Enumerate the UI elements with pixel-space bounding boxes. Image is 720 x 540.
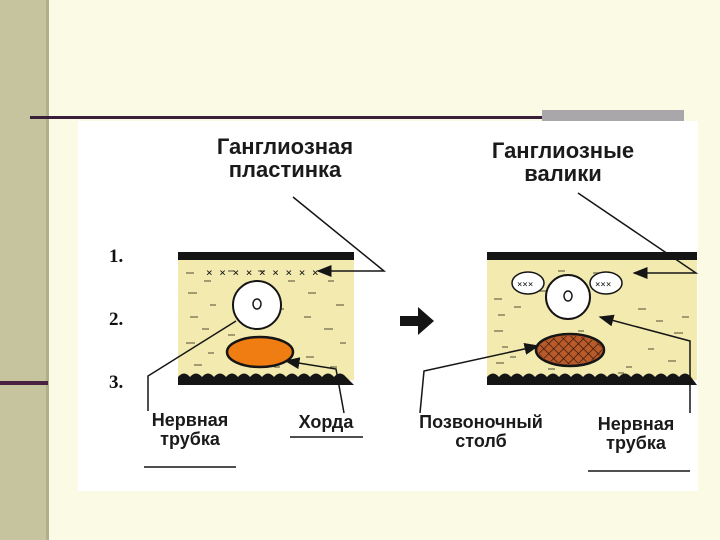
layer-number-1: 1. (109, 246, 124, 267)
label-ganglion-plate: Ганглиозная пластинка (190, 135, 380, 181)
right-endoderm (487, 373, 697, 385)
label-neural-tube-left-line1: Нервная (151, 410, 229, 430)
right-neural-tube (545, 274, 591, 320)
right-ganglion-ridge-left-marks: ××× (517, 280, 533, 290)
left-notochord (225, 335, 295, 369)
right-ganglion-ridge-right (589, 271, 623, 295)
left-decor-bar (0, 0, 47, 540)
left-decor-bar-edge (46, 0, 49, 540)
layer-number-3: 3. (109, 372, 124, 393)
leader-vertebral-column (419, 343, 540, 414)
leader-notochord (284, 357, 345, 414)
label-neural-tube-left: Нервная трубка (140, 411, 240, 449)
label-ganglion-ridges: Ганглиозные валики (463, 139, 663, 185)
label-vertebral-column-line1: Позвоночный (419, 412, 543, 432)
right-tissue-texture (494, 270, 689, 374)
label-ganglion-plate-line1: Ганглиозная (216, 134, 354, 159)
label-vertebral-column-line2: столб (455, 430, 507, 451)
label-ganglion-ridges-line2: валики (524, 161, 602, 187)
divider-accent (542, 110, 684, 122)
left-neural-canal (252, 298, 262, 310)
left-decor-accent (0, 381, 48, 385)
layer-number-2: 2. (109, 309, 124, 330)
label-neural-tube-right-line1: Нервная (597, 414, 675, 434)
embryo-diagram: × × × × × × × × × ××× ××× (78, 121, 698, 491)
title-divider (30, 116, 682, 119)
label-vertebral-column: Позвоночный столб (396, 413, 566, 451)
leader-neural-tube-right (598, 314, 691, 413)
leader-ganglion-plate (292, 196, 387, 277)
label-ganglion-ridges-line1: Ганглиозные (491, 138, 635, 163)
leader-ganglion-ridges (577, 192, 698, 279)
left-neural-tube (232, 280, 282, 330)
transition-arrow (400, 307, 434, 335)
leader-neural-tube-left (147, 320, 237, 411)
diagram-drawing: × × × × × × × × × ××× ××× (144, 192, 698, 472)
right-neural-canal (563, 290, 573, 302)
right-vertebral-hatch-b (538, 336, 602, 364)
label-neural-tube-right: Нервная трубка (578, 415, 694, 453)
left-ectoderm (178, 252, 354, 260)
label-ganglion-plate-line2: пластинка (228, 157, 342, 183)
right-ectoderm (487, 252, 697, 260)
right-ganglion-ridge-right-marks: ××× (595, 280, 611, 290)
left-endoderm (178, 373, 354, 385)
right-ganglion-ridge-left (511, 271, 545, 295)
label-notochord: Хорда (284, 413, 368, 432)
label-neural-tube-left-line2: трубка (160, 428, 220, 449)
label-notochord-text: Хорда (298, 412, 354, 432)
label-neural-tube-right-line2: трубка (606, 432, 666, 453)
left-ganglion-plate-marks: × × × × × × × × × (206, 266, 319, 279)
